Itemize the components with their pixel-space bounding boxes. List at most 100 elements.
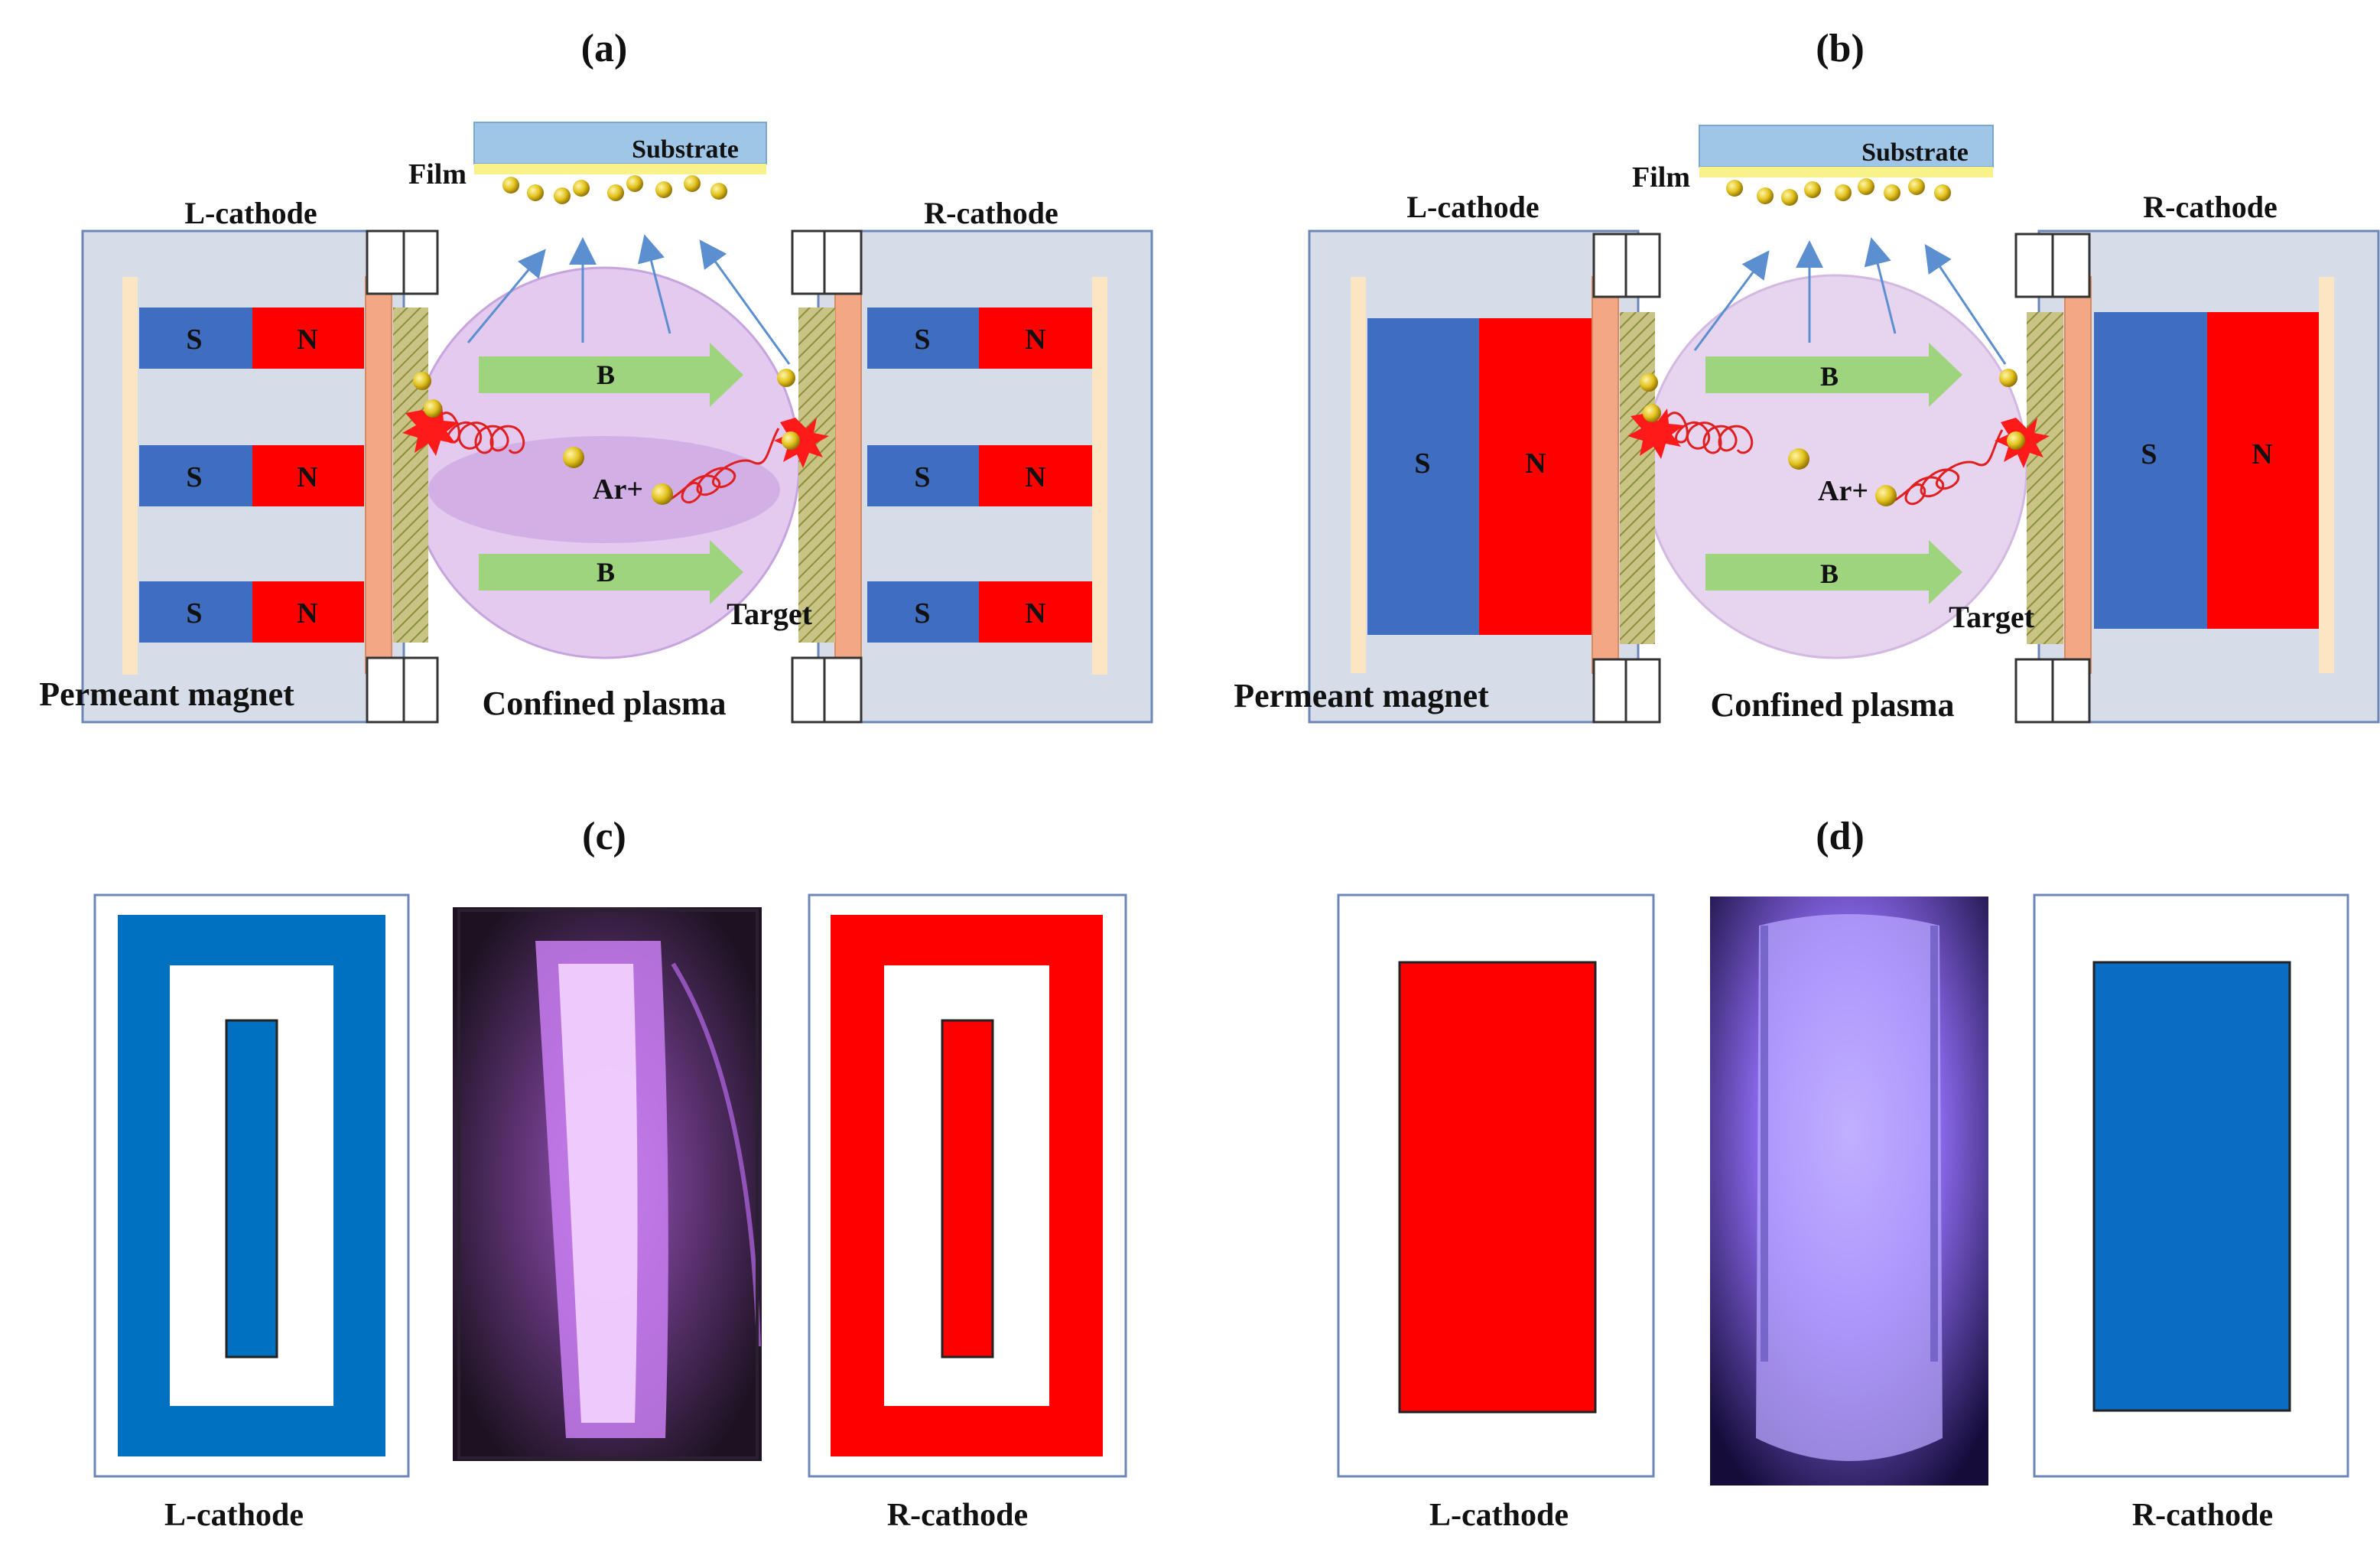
magnet-south [139, 445, 252, 506]
right-bulk-magnet: S N [2094, 312, 2319, 629]
electron-spiral [1664, 412, 1754, 454]
right-backing-plate [2064, 276, 2092, 674]
film-layer [1699, 167, 1993, 177]
r-cathode-label: R-cathode [887, 1498, 1028, 1533]
north-label: N [1025, 597, 1045, 630]
right-back-plate [2319, 277, 2334, 673]
permanent-magnet-label: Permeant magnet [39, 675, 294, 713]
magnet-south [139, 308, 252, 369]
left-clamps [366, 229, 439, 724]
confined-plasma-label: Confined plasma [1710, 686, 1954, 724]
electron-spiral [1891, 429, 2004, 505]
left-magnet-array: S N S N S N [139, 308, 364, 643]
north-label: N [297, 461, 317, 493]
substrate-label: Substrate [632, 135, 739, 164]
right-backing-plate [834, 276, 862, 674]
magnet-north [252, 445, 364, 506]
r-cathode-magnet-layout [808, 893, 1127, 1478]
plasma-photo-d [1710, 897, 1988, 1486]
magnet-south [867, 445, 979, 506]
plasma-photo-c [453, 907, 762, 1461]
left-bulk-magnet: S N [1367, 318, 1592, 635]
panel-b: (b) S N S N [1234, 27, 2380, 724]
magnetic-field-arrow: B [479, 540, 743, 604]
l-cathode-label: L-cathode [184, 196, 317, 230]
panel-c: (c) L-cathode R-cathode [93, 815, 1127, 1533]
panel-label-b: (b) [1816, 27, 1865, 70]
north-label: N [2252, 438, 2272, 470]
film-layer [474, 164, 766, 174]
magnet-south [867, 581, 979, 643]
field-label: B [597, 557, 615, 587]
l-cathode-label: L-cathode [1406, 190, 1539, 224]
magnet-north [1479, 318, 1592, 635]
magnet-north [252, 308, 364, 369]
confined-plasma-label: Confined plasma [482, 685, 726, 722]
sputter-burst [774, 418, 829, 468]
magnet-north [979, 308, 1092, 369]
film-label: Film [408, 158, 467, 190]
substrate [473, 122, 767, 164]
ion-label: Ar+ [593, 473, 643, 506]
left-target [1620, 312, 1655, 644]
right-clamps [2014, 233, 2091, 724]
l-cathode-label: L-cathode [1429, 1498, 1569, 1533]
magnetic-field-arrow: B [1705, 343, 1962, 407]
magnet-south [1367, 318, 1479, 635]
south-label: S [914, 461, 930, 493]
left-backing-plate [365, 276, 392, 674]
north-label: N [1025, 461, 1045, 493]
magnet-south [2094, 312, 2207, 629]
l-cathode-label: L-cathode [164, 1498, 304, 1533]
south-label: S [186, 324, 202, 356]
panel-label-c: (c) [582, 815, 626, 858]
north-label: N [297, 324, 317, 356]
sputtered-atoms [1640, 369, 2025, 506]
right-target [2027, 312, 2063, 644]
magnet-north [252, 581, 364, 643]
north-label: N [1025, 324, 1045, 356]
r-cathode-magnet-layout [2033, 893, 2349, 1478]
r-cathode-label: R-cathode [2143, 190, 2278, 224]
sputtered-atoms [413, 369, 800, 505]
magnet-north [979, 445, 1092, 506]
south-label: S [914, 324, 930, 356]
r-cathode-label: R-cathode [924, 196, 1058, 230]
ion-label: Ar+ [1818, 475, 1868, 507]
bulk-magnet [1398, 961, 1597, 1414]
left-target [393, 308, 428, 643]
magnet-north [979, 581, 1092, 643]
bulk-magnet [2092, 961, 2291, 1412]
deposited-atoms [502, 175, 727, 204]
north-label: N [297, 597, 317, 630]
r-cathode-label: R-cathode [2132, 1498, 2273, 1533]
plasma-core [428, 436, 780, 543]
right-clamps [791, 229, 863, 724]
right-target [798, 308, 835, 643]
right-magnet-array: S N S N S N [867, 308, 1092, 643]
field-label: B [1820, 361, 1839, 392]
sputter-flux-arrows [467, 234, 791, 365]
field-label: B [1820, 558, 1839, 589]
magnet-north [2207, 312, 2319, 629]
panel-d: (d) L-cathode R-cathode [1337, 815, 2349, 1533]
film-label: Film [1632, 161, 1690, 194]
magnet-south [139, 581, 252, 643]
l-cathode-magnet-layout [93, 893, 410, 1478]
center-bar-magnet [225, 1019, 278, 1359]
panel-a: (a) S N S N S N [39, 27, 1153, 724]
sputter-burst [402, 405, 459, 456]
panel-label-d: (d) [1816, 815, 1865, 858]
target-label: Target [727, 597, 813, 631]
left-clamps [1592, 233, 1661, 724]
target-label: Target [1949, 600, 2035, 634]
center-bar-magnet [941, 1019, 994, 1359]
south-label: S [2141, 438, 2157, 470]
l-cathode-magnet-layout [1337, 893, 1655, 1478]
substrate [1699, 125, 1994, 168]
permanent-magnet-label: Permeant magnet [1234, 677, 1489, 714]
south-label: S [186, 597, 202, 630]
panel-label-a: (a) [581, 27, 628, 70]
left-backing-plate [1592, 276, 1619, 674]
